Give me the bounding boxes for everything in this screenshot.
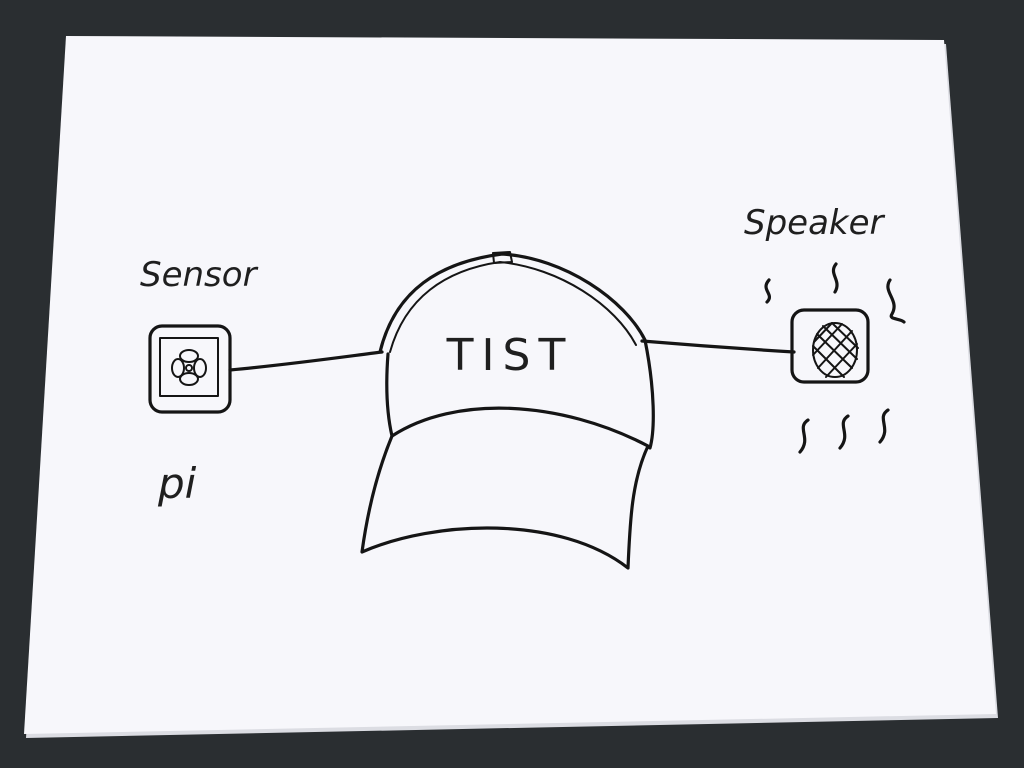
cap-drawing	[360, 251, 655, 570]
speaker-outer-box	[790, 308, 870, 384]
speaker-grille-icon	[812, 322, 859, 378]
sensor-inner-box	[159, 337, 219, 397]
sensor-device	[148, 324, 232, 414]
cap-brim	[360, 406, 650, 570]
cap-crown-left-side	[385, 352, 394, 438]
cap-to-speaker-wire	[640, 339, 796, 354]
sensor-label: Sensor	[140, 255, 259, 295]
speaker-label: Speaker	[744, 203, 886, 243]
cap-text: TIST	[446, 330, 574, 381]
sensor-to-cap-wire	[228, 350, 384, 372]
sound-wave-icon	[764, 262, 906, 454]
speaker-device	[790, 308, 870, 384]
paper-sheet	[24, 36, 998, 738]
sensor-outer-box	[148, 324, 232, 414]
cap-crown-outer	[378, 252, 655, 450]
cap-button	[492, 251, 513, 264]
flower-icon	[171, 349, 207, 386]
pi-label: pi	[157, 459, 197, 508]
